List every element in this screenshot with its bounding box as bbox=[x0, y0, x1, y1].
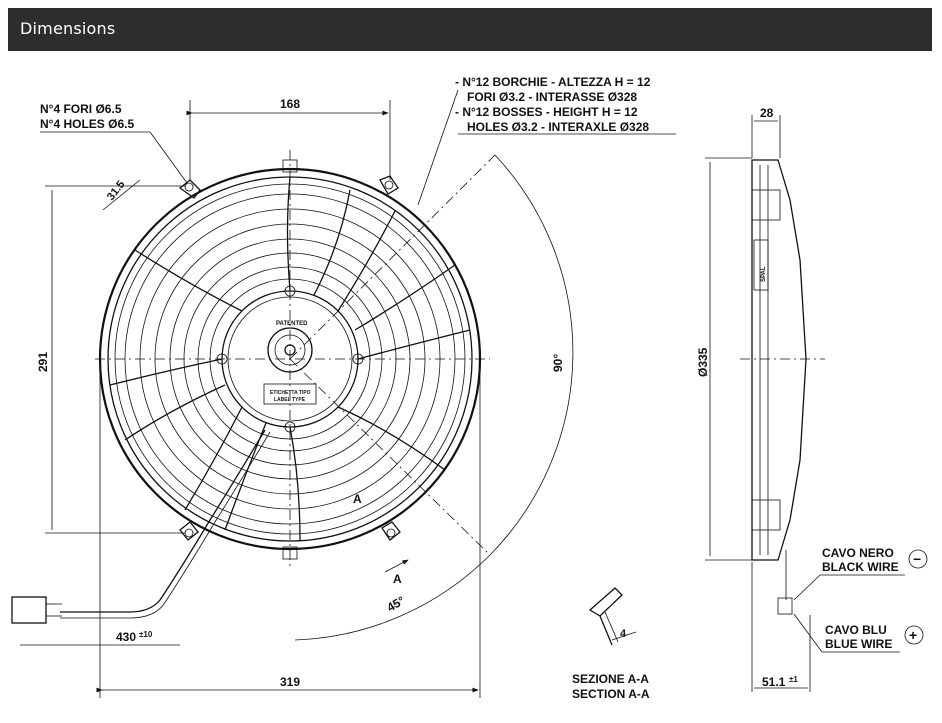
black-wire-callout: CAVO NERO BLACK WIRE − bbox=[793, 546, 928, 601]
black-wire-en: BLACK WIRE bbox=[822, 560, 899, 574]
label-type-en: LABEL TYPE bbox=[274, 397, 306, 403]
dim-335: Ø335 bbox=[696, 157, 752, 561]
dim-430-label: 430 bbox=[116, 630, 136, 644]
dim-430-tolerance: ±10 bbox=[139, 630, 153, 639]
black-wire-it: CAVO NERO bbox=[822, 546, 894, 560]
bosses-note-it-1: - N°12 BORCHIE - ALTEZZA H = 12 bbox=[455, 75, 651, 89]
holes-note: N°4 FORI Ø6.5 N°4 HOLES Ø6.5 bbox=[40, 102, 188, 184]
section-marker-a-ref: A bbox=[353, 492, 362, 506]
dim-4-label: 4 bbox=[620, 628, 627, 640]
blue-wire-en: BLUE WIRE bbox=[825, 637, 892, 651]
dim-28: 28 bbox=[751, 106, 781, 158]
dim-51-1-label: 51.1 bbox=[762, 675, 786, 689]
minus-symbol: − bbox=[913, 551, 921, 567]
dim-168: 168 bbox=[186, 97, 391, 180]
label-type-it: ETICHETTA TIPO bbox=[270, 390, 311, 396]
page-title: Dimensions bbox=[20, 19, 116, 38]
side-connector bbox=[777, 597, 793, 615]
dim-51-1: 51.1 ±1 bbox=[751, 562, 811, 692]
dim-28-label: 28 bbox=[760, 106, 774, 120]
dim-90deg-label: 90° bbox=[551, 354, 565, 372]
bosses-note: - N°12 BORCHIE - ALTEZZA H = 12 FORI Ø3.… bbox=[417, 75, 676, 206]
front-view bbox=[11, 150, 496, 624]
patented-text: PATENTED bbox=[276, 321, 308, 327]
cable bbox=[60, 429, 266, 613]
dim-90deg: 90° bbox=[489, 154, 574, 556]
dim-319-label: 319 bbox=[280, 675, 300, 689]
bosses-note-en-2: HOLES Ø3.2 - INTERAXLE Ø328 bbox=[467, 120, 649, 134]
page-header: Dimensions bbox=[8, 8, 932, 51]
brand-text: SPAL bbox=[761, 266, 767, 282]
section-marker-a: A bbox=[393, 572, 402, 586]
minus-icon bbox=[908, 549, 928, 569]
section-label-it: SEZIONE A-A bbox=[572, 672, 649, 686]
holes-note-en: N°4 HOLES Ø6.5 bbox=[40, 117, 134, 131]
side-view: SPAL bbox=[740, 159, 825, 615]
connector bbox=[11, 596, 47, 624]
blue-wire-it: CAVO BLU bbox=[825, 623, 887, 637]
dim-51-1-tolerance: ±1 bbox=[789, 675, 798, 684]
dim-319: 319 bbox=[96, 365, 481, 698]
section-aa-detail: 4 SEZIONE A-A SECTION A-A bbox=[572, 587, 650, 701]
bosses-note-en-1: - N°12 BOSSES - HEIGHT H = 12 bbox=[455, 105, 638, 119]
plus-symbol: + bbox=[909, 627, 917, 643]
dim-168-label: 168 bbox=[280, 97, 300, 111]
blue-wire-callout: CAVO BLU BLUE WIRE + bbox=[793, 613, 924, 653]
dim-291: 291 bbox=[36, 185, 185, 534]
grille-spokes bbox=[109, 176, 471, 542]
section-label-en: SECTION A-A bbox=[572, 687, 650, 701]
dim-291-label: 291 bbox=[36, 352, 50, 372]
bosses-note-it-2: FORI Ø3.2 - INTERASSE Ø328 bbox=[467, 90, 637, 104]
plus-icon bbox=[904, 625, 924, 645]
holes-note-it: N°4 FORI Ø6.5 bbox=[40, 102, 122, 116]
dim-335-label: Ø335 bbox=[696, 347, 710, 377]
dim-45deg-label: 45° bbox=[385, 593, 408, 614]
